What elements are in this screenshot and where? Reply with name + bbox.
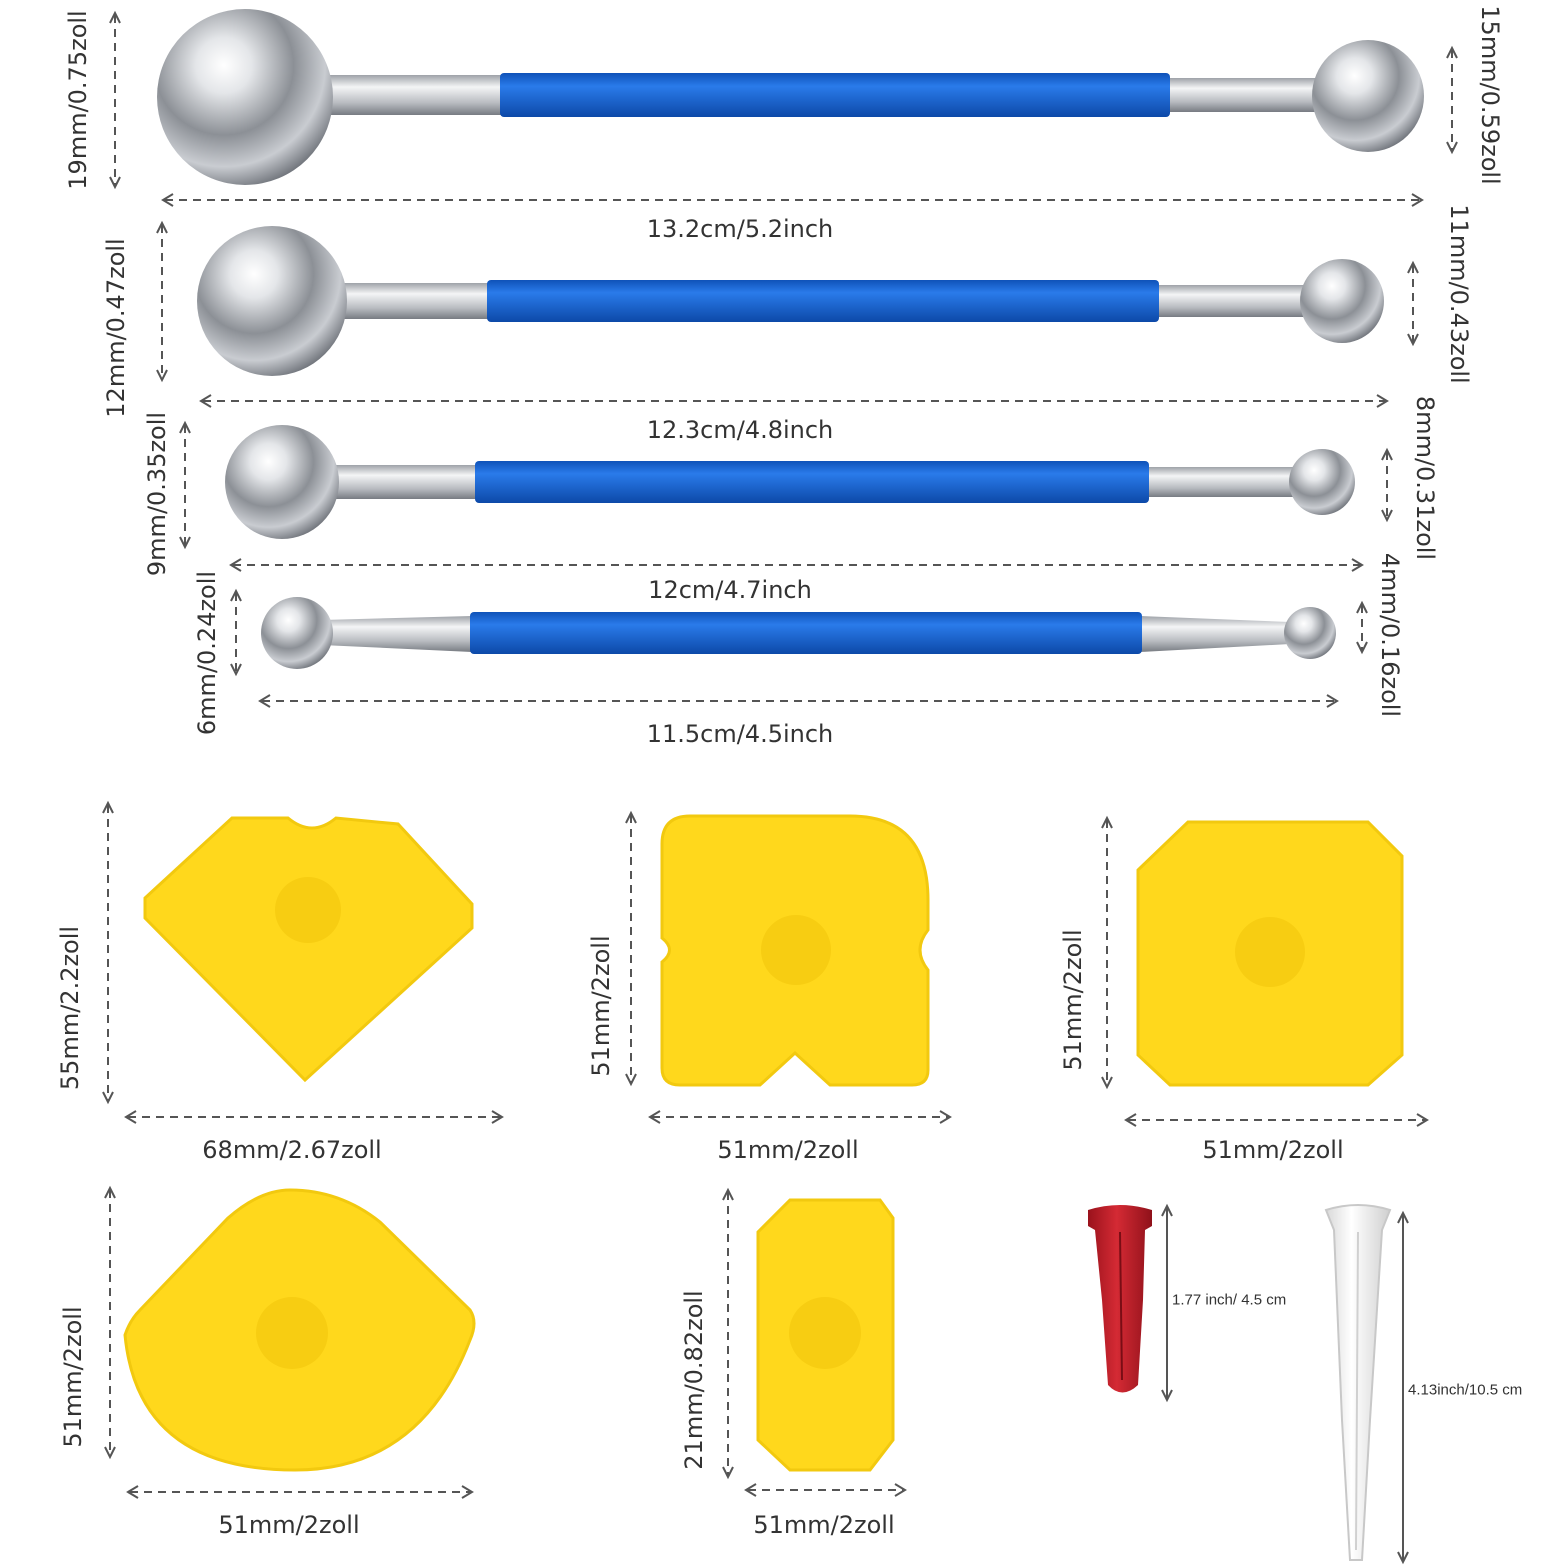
- scraper-3-width: 51mm/2zoll: [1202, 1136, 1344, 1164]
- scraper-3-height: 51mm/2zoll: [1059, 929, 1087, 1071]
- scraper-2-width: 51mm/2zoll: [717, 1136, 859, 1164]
- ball-tool-4-left-diameter: 6mm/0.24zoll: [193, 570, 221, 736]
- scraper-4-height: 51mm/2zoll: [59, 1306, 87, 1448]
- ball-tool-3-length: 12cm/4.7inch: [648, 576, 812, 604]
- scraper-octagon: [1136, 820, 1404, 1087]
- scraper-1-width: 68mm/2.67zoll: [202, 1136, 382, 1164]
- dimension-arrowheads: [102, 10, 1458, 1499]
- scraper-dimension-lines: [107, 805, 1425, 1493]
- ball-tool-3-left-diameter: 9mm/0.35zoll: [143, 411, 171, 577]
- white-nozzle-length: 4.13inch/10.5 cm: [1408, 1381, 1523, 1399]
- scraper-5-height: 21mm/0.82zoll: [680, 1290, 708, 1470]
- ball-tool-1: [157, 9, 1424, 185]
- ball-tool-2: [197, 226, 1384, 376]
- ball-tool-4: [261, 597, 1336, 669]
- ball-tool-4-right-diameter: 4mm/0.16zoll: [1376, 552, 1404, 718]
- ball-tool-1-right-diameter: 15mm/0.59zoll: [1476, 5, 1504, 185]
- ball-tool-3-right-diameter: 8mm/0.31zoll: [1411, 395, 1439, 561]
- ball-tool-dimension-lines: [114, 15, 1453, 702]
- ball-tool-2-right-diameter: 11mm/0.43zoll: [1445, 204, 1473, 384]
- scraper-diamond: [143, 816, 474, 1083]
- scraper-2-height: 51mm/2zoll: [587, 935, 615, 1077]
- ball-tool-1-left-diameter: 19mm/0.75zoll: [64, 10, 92, 190]
- red-nozzle-length: 1.77 inch/ 4.5 cm: [1172, 1291, 1287, 1309]
- scraper-square-notched: [660, 814, 930, 1087]
- ball-tool-3: [225, 425, 1355, 539]
- scraper-1-height: 55mm/2.2zoll: [56, 925, 84, 1091]
- scraper-4-width: 51mm/2zoll: [218, 1511, 360, 1539]
- ball-tool-2-length: 12.3cm/4.8inch: [646, 416, 834, 444]
- ball-tool-2-left-diameter: 12mm/0.47zoll: [102, 238, 130, 418]
- white-nozzle: [1324, 1204, 1409, 1565]
- ball-tool-4-length: 11.5cm/4.5inch: [646, 720, 834, 748]
- red-nozzle: [1088, 1203, 1173, 1403]
- scraper-narrow: [756, 1198, 895, 1472]
- scraper-5-width: 51mm/2zoll: [753, 1511, 895, 1539]
- ball-tool-1-length: 13.2cm/5.2inch: [646, 215, 834, 243]
- scraper-eye: [123, 1188, 476, 1472]
